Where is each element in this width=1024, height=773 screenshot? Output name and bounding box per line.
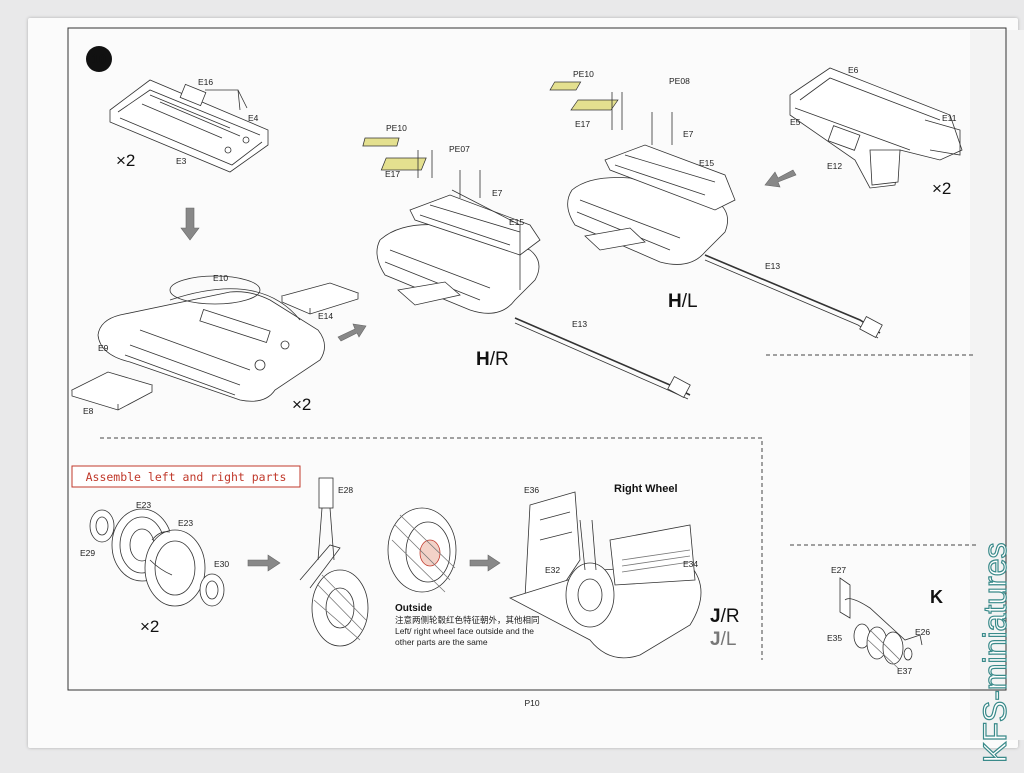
part-label: E34 [683, 559, 698, 569]
part-label: E23 [178, 518, 193, 528]
part-label: PE10 [386, 123, 407, 133]
variant-label-hr: H/R [476, 349, 509, 370]
note-box [71, 465, 301, 488]
part-label: E15 [699, 158, 714, 168]
part-label: E3 [176, 156, 187, 166]
part-label: E37 [897, 666, 912, 676]
part-label: PE10 [573, 69, 594, 79]
frame-right-illustration [789, 67, 963, 189]
section-k-label: K [930, 587, 943, 607]
hl-assembly-illustration [549, 81, 883, 339]
outside-title: Outside [395, 603, 433, 614]
right-arrow-icon [337, 323, 367, 342]
landing-gear-illustration [299, 477, 369, 647]
assemble-note: Assemble left and right parts [86, 470, 287, 484]
watermark: KFS-miniatures [976, 542, 1013, 764]
part-label: E32 [545, 565, 560, 575]
part-label: E30 [214, 559, 229, 569]
divider-dashed [100, 437, 763, 660]
part-label: E4 [248, 113, 259, 123]
part-label: E7 [683, 129, 694, 139]
part-label: E17 [385, 169, 400, 179]
pontoon-assembly-illustration [70, 275, 360, 411]
part-label: E28 [338, 485, 353, 495]
part-label: E36 [524, 485, 539, 495]
section-k-illustration [839, 577, 923, 669]
part-label: E11 [942, 113, 957, 123]
part-label: E7 [492, 188, 503, 198]
frame-subassembly-illustration [109, 79, 269, 173]
part-label: E13 [765, 261, 780, 271]
variant-label-hl: H/L [668, 291, 698, 312]
quantity-label: ×2 [932, 179, 951, 198]
part-label: E8 [83, 406, 94, 416]
part-label: E26 [915, 627, 930, 637]
part-label: E6 [848, 65, 859, 75]
wheel-parts-illustration [89, 508, 225, 607]
wheel-illustration [387, 507, 457, 593]
quantity-label: ×2 [116, 151, 135, 170]
part-label: PE08 [669, 76, 690, 86]
next-page-edge [970, 30, 1024, 740]
part-label: E29 [80, 548, 95, 558]
wheel-bay-illustration [508, 491, 702, 659]
part-label: E35 [827, 633, 842, 643]
part-label: E16 [198, 77, 213, 87]
quantity-label: ×2 [140, 617, 159, 636]
part-label: E23 [136, 500, 151, 510]
right-arrow-icon [469, 554, 501, 572]
part-label: E17 [575, 119, 590, 129]
part-label: E10 [213, 273, 228, 283]
part-label: E12 [827, 161, 842, 171]
watermark-text: KFS-miniatures [977, 543, 1013, 764]
part-label: PE07 [449, 144, 470, 154]
step-badge: 10 [86, 46, 112, 72]
right-wheel-title: Right Wheel [614, 483, 678, 495]
down-arrow-icon [180, 207, 200, 241]
part-label: E13 [572, 319, 587, 329]
step-number: 10 [92, 52, 106, 67]
page-number: P10 [524, 698, 539, 708]
variant-label-jr: J/R [710, 606, 740, 627]
outside-note-line2: other parts are the same [395, 637, 488, 647]
variant-label-jl: J/L [710, 629, 736, 650]
part-label: E14 [318, 311, 333, 321]
left-arrow-icon [764, 169, 797, 188]
part-label: E5 [790, 117, 801, 127]
page-frame [67, 27, 1007, 691]
quantity-label: ×2 [292, 395, 311, 414]
right-arrow-icon [247, 554, 281, 572]
part-label: E27 [831, 565, 846, 575]
outside-note-line1: Left/ right wheel face outside and the [395, 626, 534, 636]
part-label: E9 [98, 343, 109, 353]
part-label: E15 [509, 217, 524, 227]
hr-assembly-illustration [362, 137, 691, 400]
outside-note-cn: 注意两侧轮毂红色特征朝外，其他相同 [395, 615, 540, 625]
